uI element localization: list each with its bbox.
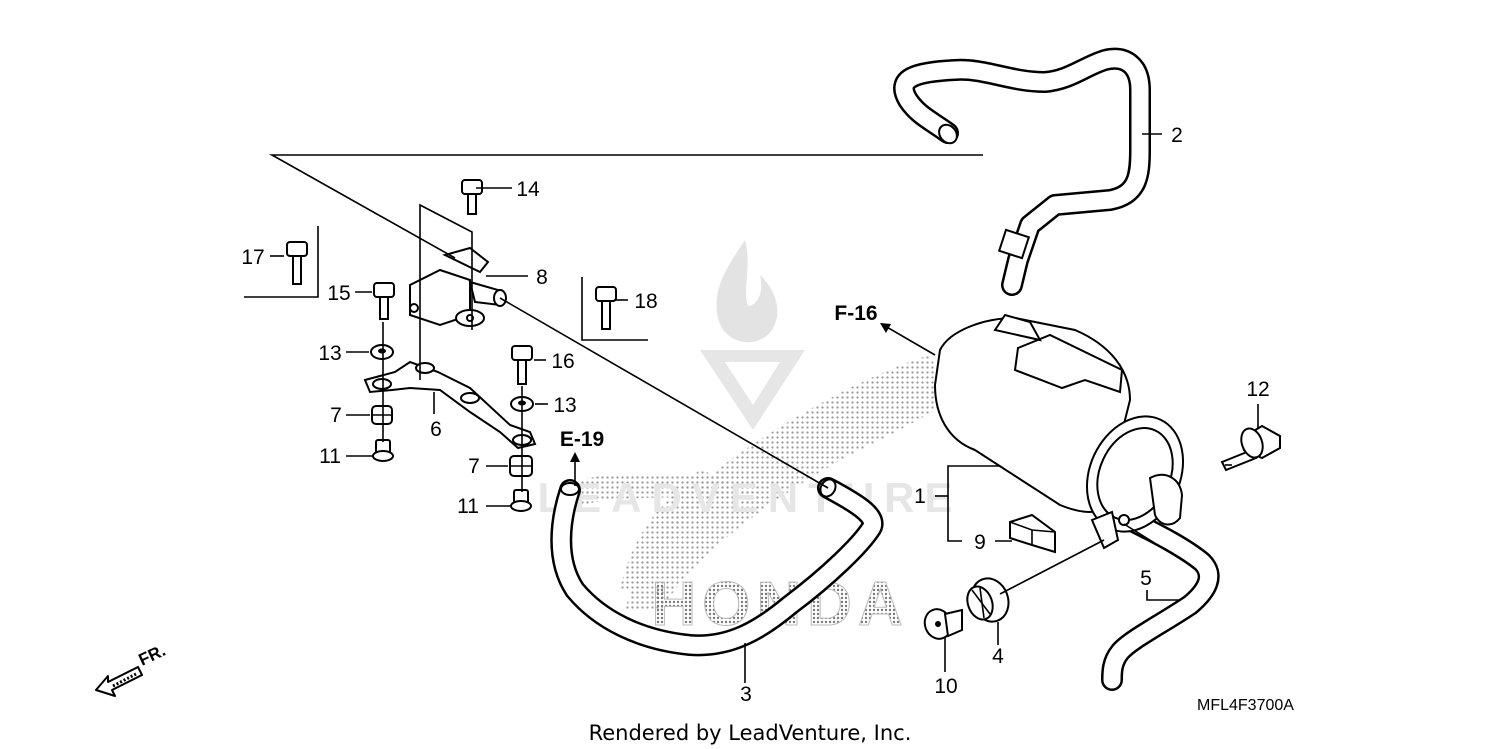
callout-17: 17 xyxy=(241,246,264,269)
callout-18: 18 xyxy=(634,290,657,313)
watermark-v-icon xyxy=(700,350,805,430)
callout-13b: 13 xyxy=(553,394,576,417)
bracket-6 xyxy=(363,360,537,450)
washer-13a xyxy=(370,344,394,360)
collar-11a xyxy=(372,439,394,462)
grommet-7a xyxy=(371,405,393,425)
callout-7b: 7 xyxy=(468,455,480,478)
bolt-16 xyxy=(511,345,533,385)
ref-e19: E-19 xyxy=(560,428,604,451)
canister-1 xyxy=(933,313,1185,550)
credit-line: Rendered by LeadVenture, Inc. xyxy=(589,721,912,745)
grommet-7b xyxy=(509,455,533,477)
guide-lines xyxy=(244,133,1259,683)
callout-11b: 11 xyxy=(457,495,479,518)
hose-2 xyxy=(893,47,1151,296)
bolt-15 xyxy=(373,282,395,320)
watermark-flame-icon xyxy=(716,240,778,343)
honda-wing-feather xyxy=(580,473,760,505)
callout-5: 5 xyxy=(1140,567,1152,590)
bolt-17 xyxy=(286,241,308,285)
callout-14: 14 xyxy=(516,178,540,201)
hose-3 xyxy=(550,477,884,657)
callout-11a: 11 xyxy=(319,445,341,468)
callout-9: 9 xyxy=(974,531,986,554)
honda-wing-shape xyxy=(625,355,950,612)
collar-10 xyxy=(923,608,963,640)
callout-2: 2 xyxy=(1171,124,1183,147)
callout-7a: 7 xyxy=(330,404,342,427)
callout-16: 16 xyxy=(551,350,574,373)
bolt-18 xyxy=(595,286,617,330)
callout-15: 15 xyxy=(327,282,350,305)
callout-1: 1 xyxy=(914,485,926,508)
callout-4: 4 xyxy=(992,645,1004,668)
bolt-14 xyxy=(461,179,483,215)
bolt-12 xyxy=(1220,424,1281,472)
honda-wing-shape-lower xyxy=(620,470,730,590)
pad-9 xyxy=(1009,513,1056,554)
callout-6: 6 xyxy=(430,418,442,441)
front-direction-arrow: FR. xyxy=(95,641,169,697)
callout-8: 8 xyxy=(536,266,548,289)
collar-11b xyxy=(510,489,532,512)
watermark-leadventure: LEADVENTURE xyxy=(537,474,962,521)
grommet-4 xyxy=(966,577,1010,623)
front-direction-label: FR. xyxy=(136,641,169,670)
solenoid-valve-8 xyxy=(409,246,507,327)
ref-f16: F-16 xyxy=(834,302,877,325)
drawing-code: MFL4F3700A xyxy=(1197,697,1294,714)
callout-13a: 13 xyxy=(318,342,341,365)
callout-3: 3 xyxy=(740,683,752,706)
callout-12: 12 xyxy=(1246,378,1269,401)
callout-10: 10 xyxy=(934,675,957,698)
hose-5 xyxy=(1101,509,1220,691)
callout-labels: 1 2 3 4 5 6 7 7 8 9 10 11 11 12 13 13 14… xyxy=(241,124,1269,706)
